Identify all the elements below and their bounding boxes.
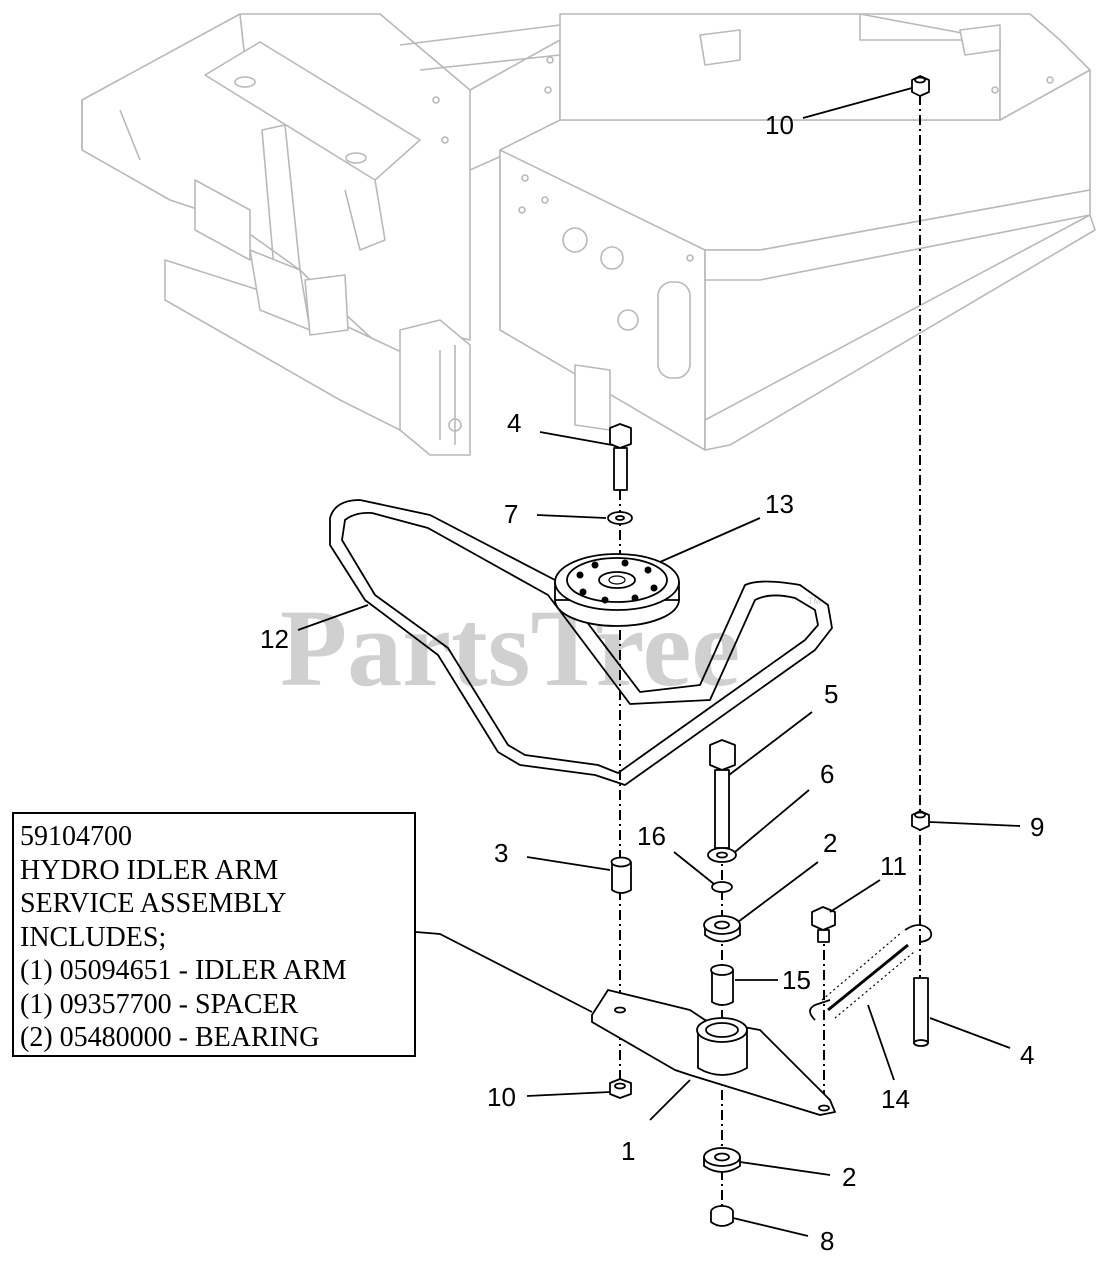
service-box-line: INCLUDES; [20,921,167,953]
callout-9: 9 [1030,812,1044,842]
top-nut [911,75,930,97]
service-box-line: (1) 05094651 - IDLER ARM [20,955,347,986]
bolt-11 [811,906,836,943]
nut-9 [911,810,930,831]
pivot-bolt [709,739,736,849]
callout-11: 11 [880,851,907,881]
callout-6: 6 [820,759,834,789]
callout-3: 3 [494,838,508,868]
spacer-15 [710,964,734,1006]
bearing-lower [703,1147,741,1173]
washer-6 [707,847,737,863]
callout-13: 13 [765,489,794,519]
clip-16 [711,881,733,893]
callout-10-bottom: 10 [487,1082,516,1112]
idler-arm [591,989,836,1116]
washer-8 [710,1205,734,1227]
callout-15: 15 [782,965,811,995]
callout-16: 16 [637,821,666,851]
service-assembly-box: 59104700 HYDRO IDLER ARM SERVICE ASSEMBL… [12,812,416,1057]
callout-2-lower: 2 [842,1162,856,1192]
service-box-line: 59104700 [20,821,132,852]
bolt-4-right [913,977,929,1047]
callout-7: 7 [504,499,518,529]
callout-4-right: 4 [1020,1040,1034,1070]
callout-5: 5 [824,679,838,709]
watermark-tm: TM [808,596,821,606]
mower-frame-ghost [81,13,1096,456]
bottom-nut [609,1078,632,1099]
callout-2-upper: 2 [823,828,837,858]
idler-bolt [609,423,632,491]
callout-labels: 10 4 7 13 12 5 6 9 3 16 2 11 15 4 14 10 … [260,110,1044,1256]
callout-10-top: 10 [765,110,794,140]
idler-pulley [554,553,680,627]
service-box-line: (1) 09357700 - SPACER [20,988,299,1020]
service-box-line: HYDRO IDLER ARM [20,854,279,886]
callout-1: 1 [621,1136,635,1166]
leader-lines [297,87,1021,1237]
callout-12: 12 [260,624,289,654]
service-box-line: SERVICE ASSEMBLY [20,888,287,919]
callout-8: 8 [820,1226,834,1256]
washer-7 [607,511,633,525]
callout-4-bolt: 4 [507,408,521,438]
extension-spring [809,924,933,1021]
bearing-upper [703,915,741,943]
service-box-line: (2) 05480000 - BEARING [20,1022,320,1053]
callout-14: 14 [881,1084,910,1114]
drive-belt [329,499,833,786]
spacer-3 [610,856,632,894]
